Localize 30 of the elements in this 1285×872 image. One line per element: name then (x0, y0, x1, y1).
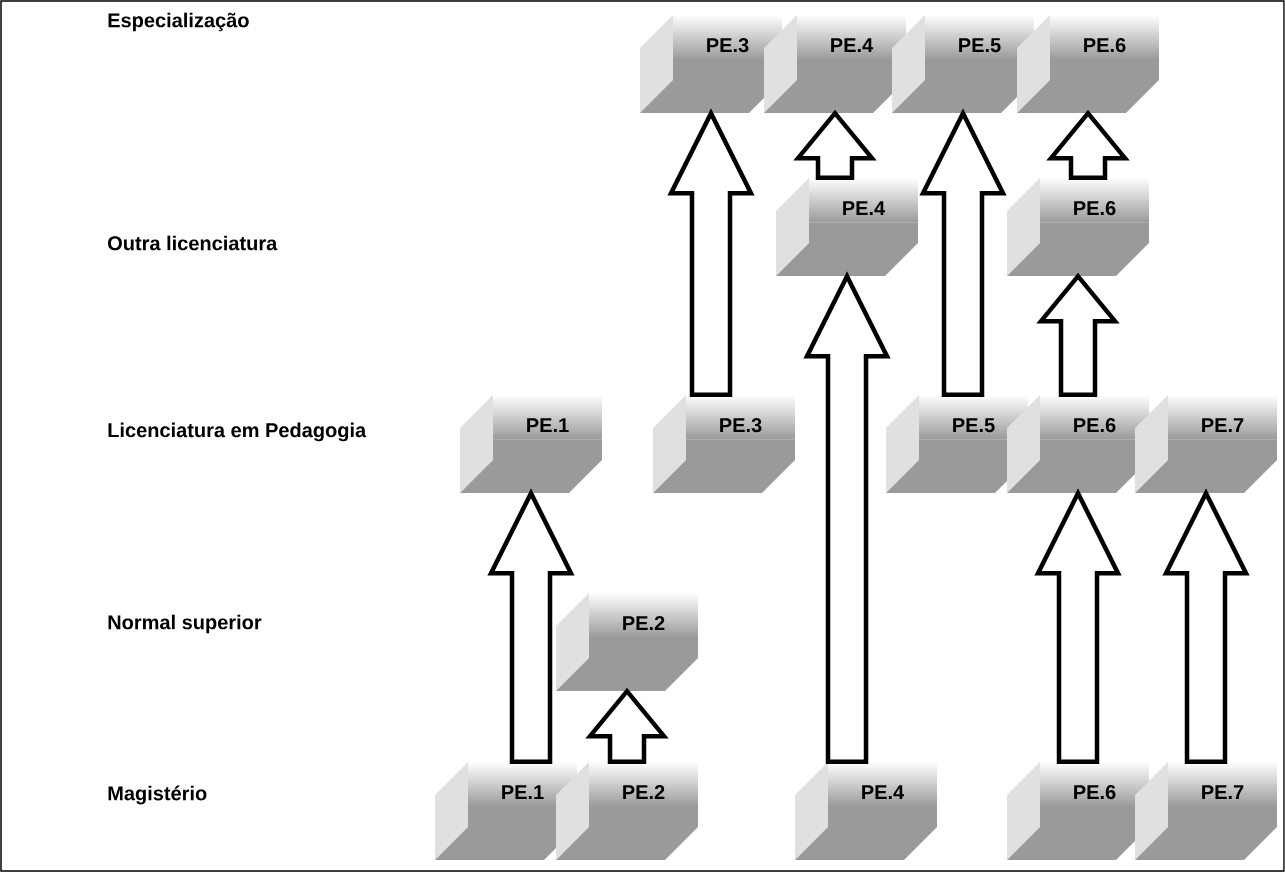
block-arrow (667, 108, 755, 398)
block-box: PE.6 (1007, 395, 1149, 493)
block-arrow (803, 271, 891, 765)
block-arrow (1162, 488, 1250, 765)
row-label: Outra licenciatura (108, 235, 278, 251)
row-label: Licenciatura em Pedagogia (108, 422, 367, 442)
block-arrow (487, 488, 575, 765)
block-box: PE.1 (460, 395, 602, 493)
block-box: PE.5 (892, 15, 1034, 113)
block-box: PE.4 (776, 178, 918, 276)
row-label: Magistério (108, 785, 207, 805)
block-arrow (793, 109, 877, 181)
block-box: PE.7 (1135, 395, 1277, 493)
row-label: Especialização (108, 12, 249, 32)
block-arrow (1046, 109, 1130, 181)
block-arrow (919, 108, 1007, 398)
block-box: PE.6 (1007, 762, 1149, 860)
block-box: PE.2 (556, 593, 698, 691)
block-box: PE.6 (1007, 178, 1149, 276)
block-box: PE.7 (1135, 762, 1277, 860)
block-box: PE.3 (640, 15, 782, 113)
block-box: PE.2 (556, 762, 698, 860)
block-box: PE.3 (653, 395, 795, 493)
block-arrow (1034, 488, 1122, 765)
block-arrow (1036, 272, 1120, 398)
block-arrow (585, 687, 669, 765)
block-box: PE.4 (764, 15, 906, 113)
block-box: PE.4 (795, 762, 937, 860)
block-box: PE.6 (1017, 15, 1159, 113)
row-label: Normal superior (108, 614, 262, 634)
